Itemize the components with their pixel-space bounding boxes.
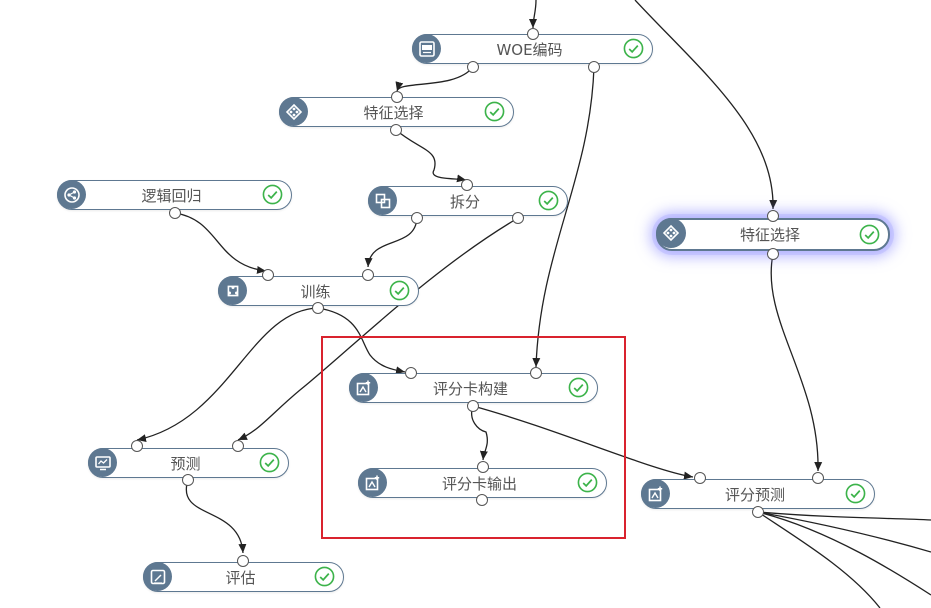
port-scorepred-in-1[interactable] bbox=[694, 472, 706, 484]
split-icon bbox=[368, 186, 397, 215]
edge-fs1-to-split bbox=[395, 129, 467, 183]
node-label: 预测 bbox=[170, 454, 201, 473]
node-scorecard-build[interactable]: 评分卡构建 bbox=[349, 373, 598, 403]
port-scorepred-in-2[interactable] bbox=[812, 472, 824, 484]
node-label: 训练 bbox=[300, 282, 331, 301]
edge-woe-to-scorecard bbox=[532, 66, 595, 368]
node-feature-select-2[interactable]: 特征选择 bbox=[656, 218, 890, 251]
port-fs1-out[interactable] bbox=[390, 124, 402, 136]
check-circle-icon bbox=[262, 184, 283, 205]
edge-scorepred-out-1 bbox=[757, 511, 931, 521]
node-woe-encoding[interactable]: WOE编码 bbox=[412, 34, 653, 64]
port-scorecard-in-1[interactable] bbox=[405, 367, 417, 379]
edge-fs2-to-scorepred bbox=[770, 253, 823, 472]
port-predict-in-2[interactable] bbox=[232, 440, 244, 452]
logistic-regression-icon bbox=[57, 180, 86, 209]
port-woe-in[interactable] bbox=[527, 28, 539, 40]
check-circle-icon bbox=[845, 483, 866, 504]
port-train-in-1[interactable] bbox=[262, 269, 274, 281]
check-circle-icon bbox=[577, 472, 598, 493]
port-scoreout-in[interactable] bbox=[477, 461, 489, 473]
scorecard-output-icon bbox=[358, 468, 387, 497]
port-split-out-1[interactable] bbox=[411, 212, 423, 224]
predict-icon bbox=[88, 448, 117, 477]
feature-select-icon bbox=[279, 97, 308, 126]
edge-top-to-woe bbox=[529, 0, 538, 29]
edge-split-to-train bbox=[364, 217, 418, 268]
port-fs1-in[interactable] bbox=[391, 91, 403, 103]
check-circle-icon bbox=[623, 38, 644, 59]
node-evaluate[interactable]: 评估 bbox=[143, 562, 344, 592]
port-scorecard-out[interactable] bbox=[467, 400, 479, 412]
node-label: WOE编码 bbox=[496, 40, 563, 59]
check-circle-icon bbox=[259, 452, 280, 473]
node-label: 评估 bbox=[225, 568, 256, 587]
node-label: 特征选择 bbox=[739, 226, 800, 244]
port-evaluate-in[interactable] bbox=[237, 555, 249, 567]
node-score-predict[interactable]: 评分预测 bbox=[641, 479, 875, 509]
feature-select-icon bbox=[656, 218, 686, 248]
port-lr-out[interactable] bbox=[169, 207, 181, 219]
check-circle-icon bbox=[859, 224, 880, 245]
edge-scorepred-out-3 bbox=[757, 511, 881, 608]
port-predict-out[interactable] bbox=[182, 474, 194, 486]
highlight-box bbox=[321, 336, 626, 539]
port-train-out[interactable] bbox=[312, 302, 324, 314]
edge-scorepred-out-2 bbox=[757, 511, 931, 553]
node-label: 拆分 bbox=[449, 192, 480, 211]
node-logistic-regression[interactable]: 逻辑回归 bbox=[57, 180, 292, 210]
check-circle-icon bbox=[389, 280, 410, 301]
node-label: 评分卡构建 bbox=[432, 379, 508, 398]
scorecard-icon bbox=[349, 373, 378, 402]
score-predict-icon bbox=[641, 479, 670, 508]
node-train[interactable]: 训练 bbox=[218, 276, 419, 306]
port-fs2-out[interactable] bbox=[767, 248, 779, 260]
port-split-out-2[interactable] bbox=[512, 212, 524, 224]
node-scorecard-output[interactable]: 评分卡输出 bbox=[358, 468, 607, 498]
port-train-in-2[interactable] bbox=[362, 269, 374, 281]
node-label: 特征选择 bbox=[363, 103, 424, 122]
edge-top-to-fs2 bbox=[634, 0, 778, 210]
node-split[interactable]: 拆分 bbox=[368, 186, 568, 216]
port-scorepred-out[interactable] bbox=[752, 506, 764, 518]
check-circle-icon bbox=[484, 101, 505, 122]
port-split-in[interactable] bbox=[461, 179, 473, 191]
edge-lr-to-train bbox=[174, 212, 267, 274]
woe-icon bbox=[412, 34, 441, 63]
check-circle-icon bbox=[314, 566, 335, 587]
port-predict-in-1[interactable] bbox=[131, 440, 143, 452]
edge-predict-to-evaluate bbox=[185, 479, 247, 554]
check-circle-icon bbox=[538, 190, 559, 211]
train-icon bbox=[218, 276, 247, 305]
node-label: 逻辑回归 bbox=[141, 186, 202, 205]
port-fs2-in[interactable] bbox=[767, 210, 779, 222]
port-woe-out-1[interactable] bbox=[467, 61, 479, 73]
check-circle-icon bbox=[568, 377, 589, 398]
node-label: 评分卡输出 bbox=[441, 474, 517, 493]
edge-woe-to-fs1 bbox=[395, 66, 474, 92]
port-scoreout-out[interactable] bbox=[476, 494, 488, 506]
edge-train-to-predict bbox=[136, 307, 319, 443]
node-label: 评分预测 bbox=[724, 485, 785, 504]
port-woe-out-2[interactable] bbox=[588, 61, 600, 73]
port-scorecard-in-2[interactable] bbox=[530, 367, 542, 379]
evaluate-icon bbox=[143, 562, 172, 591]
edge-scorepred-out-4 bbox=[757, 511, 931, 596]
